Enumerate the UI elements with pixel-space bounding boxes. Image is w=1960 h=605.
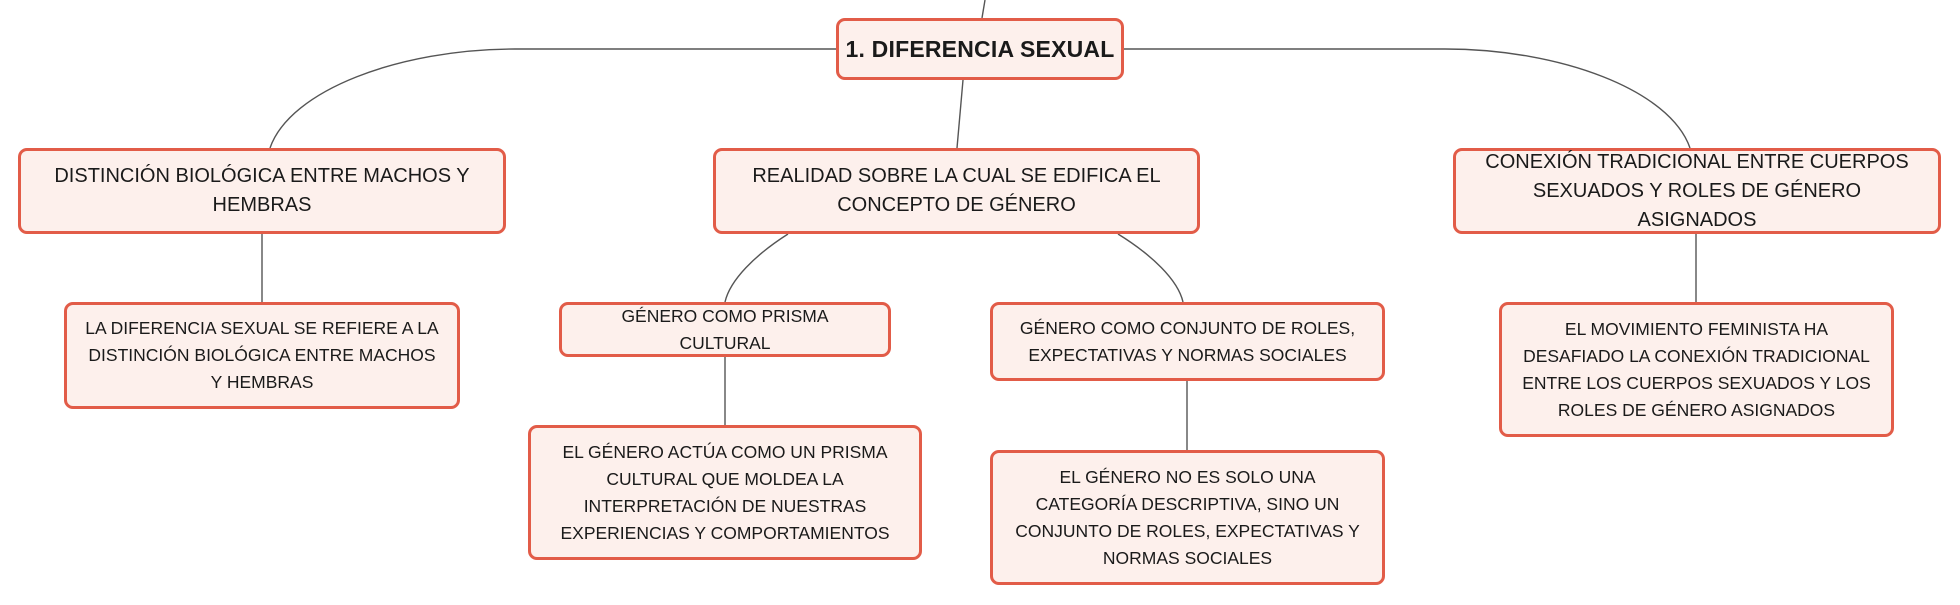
subbranch-node-label: GÉNERO COMO PRISMA CULTURAL [621,305,829,353]
connector-center-child2 [1117,233,1184,303]
leaf-node-label: EL MOVIMIENTO FEMINISTA HA DESAFIADO LA … [1522,318,1871,420]
connector-center-child1 [724,233,789,303]
connector-root-center [956,79,964,149]
connector-root-right [1122,48,1691,149]
branch-node-label: DISTINCIÓN BIOLÓGICA ENTRE MACHOS Y HEMB… [54,165,470,216]
leaf-node-diferencia-sexual[interactable]: LA DIFERENCIA SEXUAL SE REFIERE A LA DIS… [64,302,460,409]
branch-node-conexion-tradicional[interactable]: CONEXIÓN TRADICIONAL ENTRE CUERPOS SEXUA… [1453,148,1941,234]
root-node-label: 1. DIFERENCIA SEXUAL [845,35,1115,62]
leaf-node-label: LA DIFERENCIA SEXUAL SE REFIERE A LA DIS… [85,318,439,392]
branch-node-distincion-biologica[interactable]: DISTINCIÓN BIOLÓGICA ENTRE MACHOS Y HEMB… [18,148,506,234]
subbranch-node-prisma-cultural[interactable]: GÉNERO COMO PRISMA CULTURAL [559,302,891,357]
subbranch-node-roles-expectativas[interactable]: GÉNERO COMO CONJUNTO DE ROLES, EXPECTATI… [990,302,1385,381]
branch-node-realidad-genero[interactable]: REALIDAD SOBRE LA CUAL SE EDIFICA EL CON… [713,148,1200,234]
branch-node-label: REALIDAD SOBRE LA CUAL SE EDIFICA EL CON… [752,165,1161,216]
leaf-node-prisma-moldea[interactable]: EL GÉNERO ACTÚA COMO UN PRISMA CULTURAL … [528,425,922,560]
leaf-node-categoria-descriptiva[interactable]: EL GÉNERO NO ES SOLO UNA CATEGORÍA DESCR… [990,450,1385,585]
branch-node-label: CONEXIÓN TRADICIONAL ENTRE CUERPOS SEXUA… [1485,150,1909,231]
subbranch-node-label: GÉNERO COMO CONJUNTO DE ROLES, EXPECTATI… [1019,317,1356,365]
leaf-node-label: EL GÉNERO ACTÚA COMO UN PRISMA CULTURAL … [560,441,890,543]
leaf-node-movimiento-feminista[interactable]: EL MOVIMIENTO FEMINISTA HA DESAFIADO LA … [1499,302,1894,437]
leaf-node-label: EL GÉNERO NO ES SOLO UNA CATEGORÍA DESCR… [1015,466,1360,568]
root-node[interactable]: 1. DIFERENCIA SEXUAL [836,18,1124,80]
connector-root-left [269,48,838,149]
connector-parent-root [981,0,986,19]
